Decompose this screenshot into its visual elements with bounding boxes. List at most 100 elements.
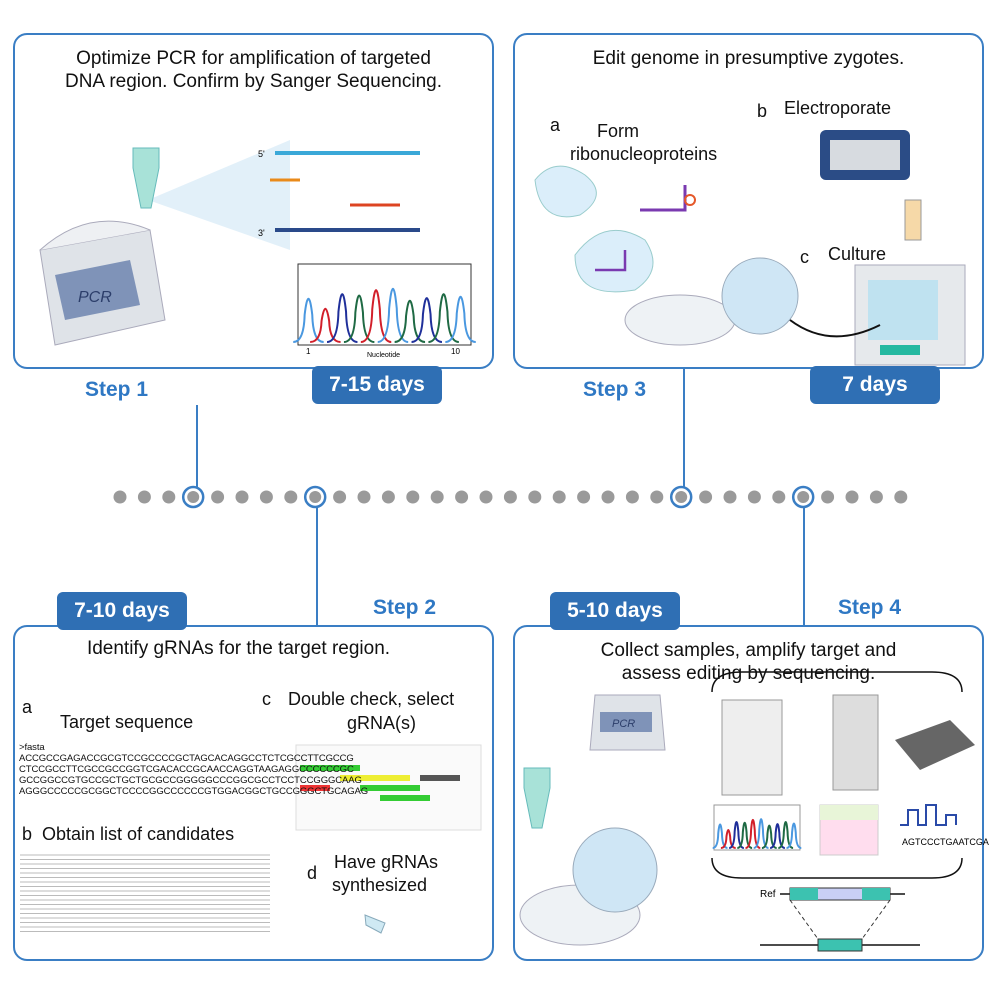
step4-duration-badge: 5-10 days [550,592,680,630]
peak [786,822,802,849]
step2-c-line1: Double check, select [288,689,455,709]
timeline-dot [869,490,883,504]
step4-title-line1: Collect samples, amplify target and [600,640,897,661]
timeline-dot [479,490,493,504]
sequencers-icon [721,694,975,796]
timeline-dot [699,490,713,504]
step3-b-letter: b [757,101,768,121]
tube-icon-step4 [523,767,551,829]
timeline-dot [503,490,517,504]
arrow-icon [789,319,881,338]
peak [753,818,769,849]
timeline-dot [601,490,615,504]
step2-b-label: Obtain list of candidates [42,824,235,844]
step2-a-label: Target sequence [60,712,194,732]
timeline-dot [113,490,127,504]
step1-duration-badge: 7-15 days [312,366,442,404]
five-prime-label: 5' [258,149,265,159]
peak [728,821,745,849]
step2-b-letter: b [22,824,33,844]
timeline-dot [455,490,469,504]
step2-c-line2: gRNA(s) [347,713,417,733]
timeline-dot [528,490,542,504]
peak [712,823,728,849]
step3-c-letter: c [800,247,809,267]
genome-browser-screenshot [295,744,482,831]
step3-a-line2: ribonucleoproteins [570,144,718,164]
step2-d-line2: synthesized [332,875,428,895]
dna-strands-icon: 5' 3' [258,149,420,238]
timeline-dot [259,490,273,504]
culture-dish-icon [624,257,799,346]
peak [377,287,409,343]
step2-c-letter: c [262,689,271,709]
peak [445,295,476,343]
sequence-trace [900,804,957,826]
fasta-line: ACCGCCGAGACCGCGTCCGCCCCGCTAGCACAGGCCTCTC… [19,753,354,764]
step2-d-letter: d [307,863,318,883]
timeline-dot [357,490,371,504]
peak [737,821,753,849]
timeline-dot [235,490,249,504]
pcr-label: PCR [78,289,112,306]
electroporator-icon [820,130,922,241]
step2-duration-badge: 7-10 days [57,592,187,630]
timeline-dot [333,490,347,504]
step3-a-line1: Form [597,121,639,141]
ref-label: Ref [760,889,776,900]
timeline-dot [845,490,859,504]
step3-a-letter: a [550,115,561,135]
rnp-complex-icon [574,229,654,293]
peak [293,297,324,343]
pcr-machine-icon-step4: PCR [589,694,666,751]
step1-title-line1: Optimize PCR for amplification of target… [76,48,431,69]
step2-title: Identify gRNAs for the target region. [86,638,391,659]
peak [761,824,777,849]
timeline-dot [381,490,395,504]
timeline-dot [650,490,664,504]
step3-c-label: Culture [828,244,887,264]
timeline-dot [894,490,908,504]
fasta-block: >fasta ACCGCCGAGACCGCGTCCGCCCCGCTAGCACAG… [19,742,368,797]
tube-icon [132,147,160,209]
connector-lines [196,369,805,625]
candidates-table [20,854,270,932]
step3-title: Edit genome in presumptive zygotes. [592,48,905,69]
fasta-line: GCCGGCCGTGCCGCTGCTGCGCCGGGGGCCCGGCGCCTCC… [19,775,362,786]
step1-label: Step 1 [85,378,149,401]
timeline-dot [577,490,591,504]
step3-label: Step 3 [583,378,647,401]
peak [394,299,426,343]
timeline-dot [406,490,420,504]
timeline-dot [187,491,200,503]
step4-title-line2: assess editing by sequencing. [621,663,876,684]
cas9-protein-icon [534,165,597,218]
bracket-bottom [711,857,963,879]
peak [360,289,392,343]
step1-title: Optimize PCR for amplification of target… [15,47,492,93]
pcr-machine-icon: PCR [39,220,166,346]
three-prime-label: 3' [258,228,265,238]
step2-a-letter: a [22,697,33,717]
alignment-diagram: Ref [760,887,920,952]
fasta-line: AGGGCCCCCGCGGCTCCCCGGCCCCCCGTGGACGGCTGCC… [19,786,369,797]
timeline-dot [309,491,322,503]
timeline-dot [723,490,737,504]
step2-d-line1: Have gRNAs [334,852,439,872]
timeline-dot [625,490,639,504]
timeline-dot [162,490,176,504]
timeline-dot [797,491,810,503]
step4-label: Step 4 [838,596,902,619]
timeline-dot [747,490,761,504]
sample-dish-icon [519,827,658,946]
small-chromatogram [712,804,802,851]
peak [769,823,786,849]
peak [428,293,460,343]
peak [310,307,341,343]
sequence-readout: AGTCCCTGAATCGA [902,837,989,847]
chromatogram-xlabel: Nucleotide [367,352,400,359]
bracket-top [711,671,963,693]
pcr-label-step4: PCR [612,718,635,730]
